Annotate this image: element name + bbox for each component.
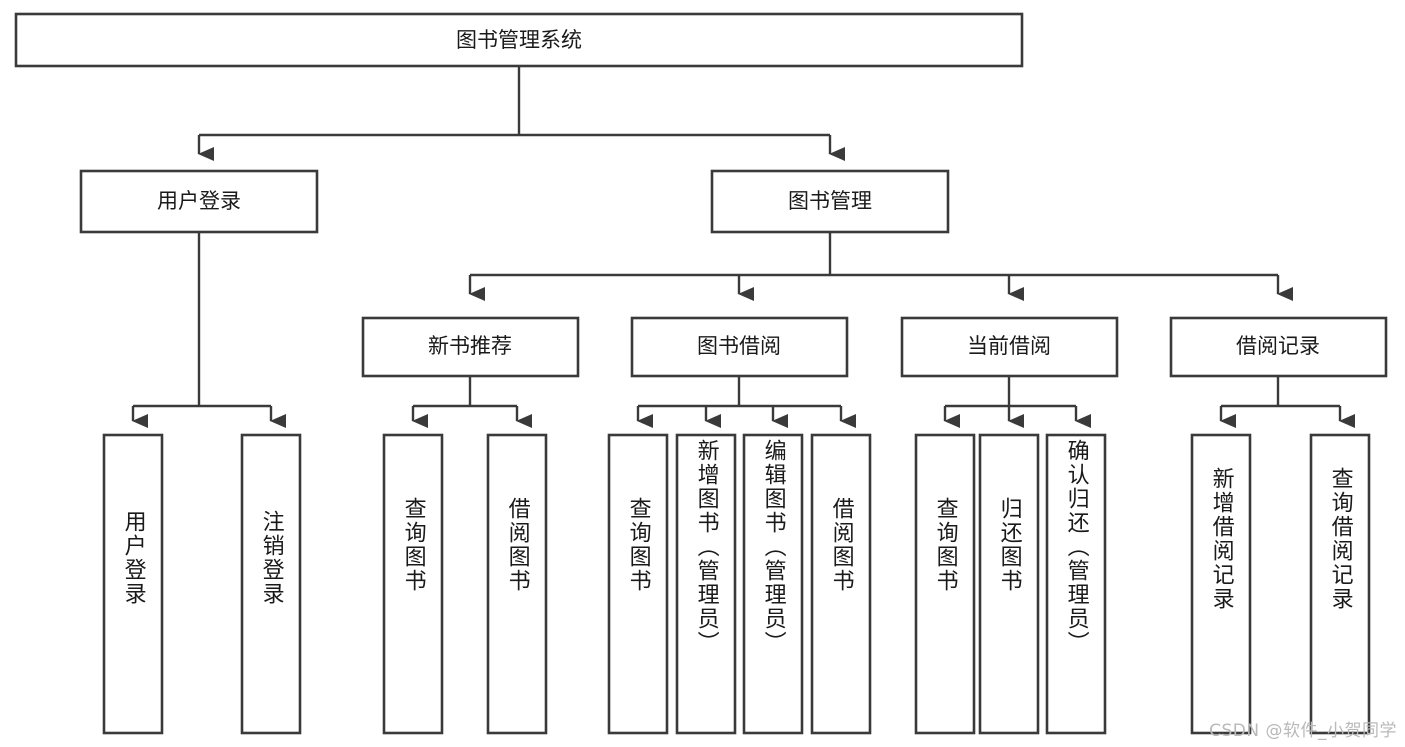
node-label: 借阅记录: [1236, 334, 1320, 358]
connector-book-borrow-to-leaves: [636, 376, 856, 428]
connector-root-to-level2: [197, 66, 845, 161]
node-new-book-recommend[interactable]: 新书推荐: [361, 316, 580, 378]
connector-new-book-to-leaves: [411, 376, 532, 428]
node-box[interactable]: [1169, 316, 1388, 378]
node-box[interactable]: [630, 316, 849, 378]
leaf-box-confirm-return-admin[interactable]: [1045, 433, 1107, 735]
node-root-book-management-system[interactable]: 图书管理系统: [14, 12, 1024, 68]
node-current-borrow[interactable]: 当前借阅: [900, 316, 1119, 378]
leaf-box-query-book-1[interactable]: [382, 433, 444, 735]
node-user-login[interactable]: 用户登录: [79, 169, 319, 234]
connector-user-login-to-leaves: [131, 232, 286, 428]
node-label: 用户登录: [157, 189, 241, 213]
node-label: 新书推荐: [428, 334, 512, 358]
leaf-box-add-book-admin[interactable]: [675, 433, 737, 735]
connector-borrow-record-to-leaves: [1219, 376, 1355, 428]
node-label: 当前借阅: [967, 334, 1051, 358]
node-book-management[interactable]: 图书管理: [710, 169, 950, 234]
node-book-borrow[interactable]: 图书借阅: [630, 316, 849, 378]
node-box[interactable]: [14, 12, 1024, 68]
leaf-box-return-book[interactable]: [978, 433, 1040, 735]
node-box[interactable]: [79, 169, 319, 234]
leaf-box-query-borrow-record[interactable]: [1309, 433, 1371, 735]
leaf-box-borrow-book-2[interactable]: [810, 433, 872, 735]
node-label: 图书管理系统: [456, 28, 582, 52]
connector-book-mgmt-to-level3: [468, 232, 1293, 301]
node-label: 图书管理: [788, 189, 872, 213]
node-label: 图书借阅: [697, 334, 781, 358]
connector-current-borrow-to-leaves: [943, 376, 1091, 428]
node-box[interactable]: [361, 316, 580, 378]
leaf-box-user-login[interactable]: [102, 433, 164, 735]
leaf-box-logout[interactable]: [240, 433, 302, 735]
leaf-box-borrow-book-1[interactable]: [486, 433, 548, 735]
leaf-box-edit-book-admin[interactable]: [742, 433, 804, 735]
watermark-text: CSDN @软件_小贺同学: [1209, 721, 1397, 741]
leaf-box-add-borrow-record[interactable]: [1190, 433, 1252, 735]
node-borrow-record[interactable]: 借阅记录: [1169, 316, 1388, 378]
leaf-box-query-book-2[interactable]: [607, 433, 669, 735]
leaf-box-query-book-3[interactable]: [914, 433, 976, 735]
node-box[interactable]: [710, 169, 950, 234]
node-box[interactable]: [900, 316, 1119, 378]
